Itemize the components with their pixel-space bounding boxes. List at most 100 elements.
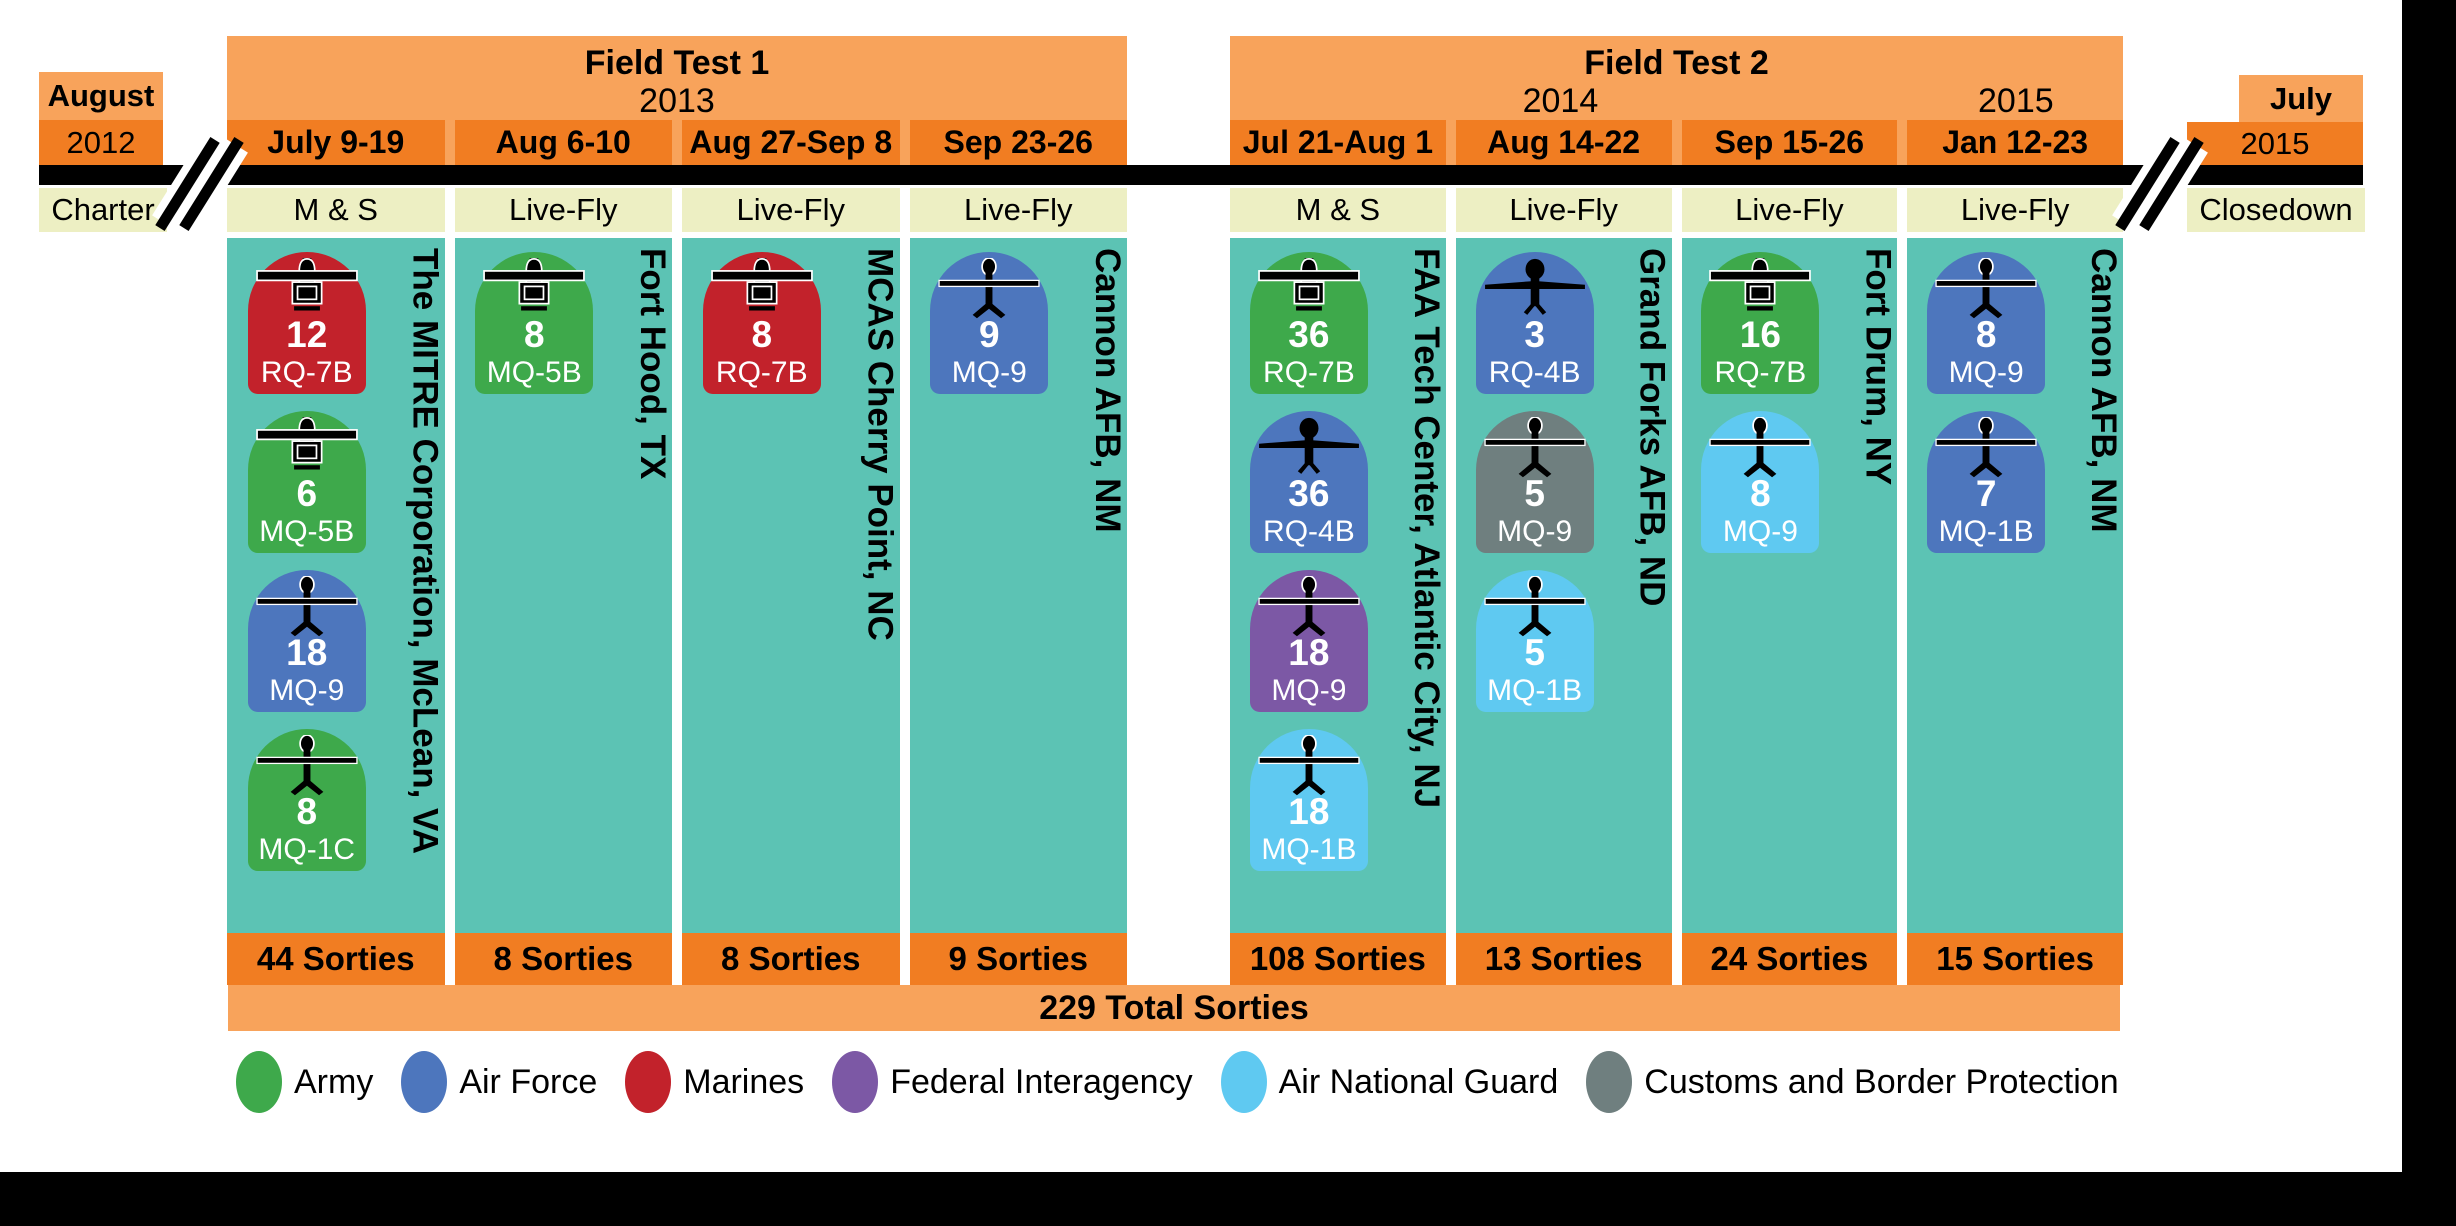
- predator-uav-icon: [1934, 417, 2038, 479]
- legend-swatch: [625, 1051, 672, 1113]
- location-label: Cannon AFB, NM: [2084, 248, 2123, 533]
- legend-item: Federal Interagency: [832, 1051, 1193, 1113]
- legend-label: Air National Guard: [1278, 1062, 1559, 1101]
- shadow-uav-icon: [255, 417, 359, 479]
- aircraft-count: 8: [523, 314, 545, 355]
- legend-label: Federal Interagency: [890, 1062, 1193, 1101]
- phase-label: Live-Fly: [682, 188, 900, 232]
- field-test-title: Field Test 2: [1584, 44, 1769, 82]
- date-label: Aug 6-10: [454, 120, 672, 165]
- phase-label: Live-Fly: [1681, 188, 1898, 232]
- total-sorties-label: 229 Total Sorties: [1039, 988, 1309, 1027]
- aircraft-model: RQ-7B: [260, 356, 353, 389]
- aircraft-count: 8: [296, 791, 318, 832]
- aircraft-count: 9: [978, 314, 1000, 355]
- aircraft-count: 18: [1288, 791, 1330, 832]
- legend-item: Air National Guard: [1220, 1051, 1559, 1113]
- legend-label: Customs and Border Protection: [1644, 1062, 2119, 1101]
- aircraft-model: MQ-9: [1271, 674, 1347, 707]
- aircraft-count: 18: [1288, 632, 1330, 673]
- aircraft-count: 5: [1524, 632, 1545, 673]
- aircraft-count: 3: [1524, 314, 1545, 355]
- date-label: Sep 23-26: [909, 120, 1127, 165]
- aircraft-model: MQ-9: [269, 674, 345, 707]
- predator-uav-icon: [1257, 735, 1361, 797]
- globalhawk-uav-icon: [1483, 258, 1587, 320]
- sorties-count: 8 Sorties: [682, 933, 900, 985]
- sorties-count: 8 Sorties: [454, 933, 672, 985]
- sorties-count: 24 Sorties: [1681, 933, 1898, 985]
- legend-item: Customs and Border Protection: [1586, 1051, 2119, 1113]
- predator-uav-icon: [255, 576, 359, 638]
- predator-uav-icon: [1934, 258, 2038, 320]
- phase-label: Live-Fly: [909, 188, 1127, 232]
- aircraft-model: MQ-9: [951, 356, 1027, 389]
- aircraft-model: RQ-4B: [1488, 356, 1581, 389]
- phase-label: M & S: [227, 188, 445, 232]
- right-black-band: [2402, 0, 2456, 1226]
- aircraft-count: 16: [1739, 314, 1781, 355]
- predator-uav-icon: [937, 258, 1041, 320]
- phase-label: Live-Fly: [1907, 188, 2123, 232]
- globalhawk-uav-icon: [1257, 417, 1361, 479]
- legend-swatch: [236, 1051, 282, 1113]
- sorties-count: 108 Sorties: [1230, 933, 1446, 985]
- aircraft-model: MQ-5B: [486, 356, 582, 389]
- shadow-uav-icon: [255, 258, 359, 320]
- phase-label: Live-Fly: [454, 188, 672, 232]
- aircraft-model: MQ-9: [1497, 515, 1573, 548]
- aircraft-count: 8: [1750, 473, 1771, 514]
- legend-swatch: [1586, 1051, 1633, 1113]
- sorties-count: 9 Sorties: [909, 933, 1127, 985]
- date-label: Aug 14-22: [1455, 120, 1672, 165]
- date-label: Jul 21-Aug 1: [1230, 120, 1446, 165]
- aircraft-count: 36: [1288, 314, 1330, 355]
- legend-swatch: [401, 1051, 448, 1113]
- predator-uav-icon: [1708, 417, 1812, 479]
- date-label: Jan 12-23: [1907, 120, 2123, 165]
- sorties-count: 15 Sorties: [1907, 933, 2123, 985]
- start-month-label: August: [39, 72, 163, 120]
- location-label: MCAS Cherry Point, NC: [860, 248, 900, 641]
- aircraft-count: 6: [296, 473, 318, 514]
- aircraft-model: MQ-9: [1722, 515, 1798, 548]
- aircraft-model: MQ-1B: [1261, 833, 1357, 866]
- location-label: The MITRE Corporation, McLean, VA: [405, 248, 445, 855]
- predator-uav-icon: [1483, 417, 1587, 479]
- start-year-label: 2012: [39, 120, 163, 165]
- aircraft-model: MQ-1B: [1938, 515, 2034, 548]
- aircraft-count: 5: [1524, 473, 1545, 514]
- legend-item: Army: [236, 1051, 373, 1113]
- aircraft-count: 18: [286, 632, 328, 673]
- aircraft-model: RQ-4B: [1263, 515, 1355, 548]
- legend-swatch: [832, 1051, 879, 1113]
- legend-label: Marines: [683, 1062, 805, 1101]
